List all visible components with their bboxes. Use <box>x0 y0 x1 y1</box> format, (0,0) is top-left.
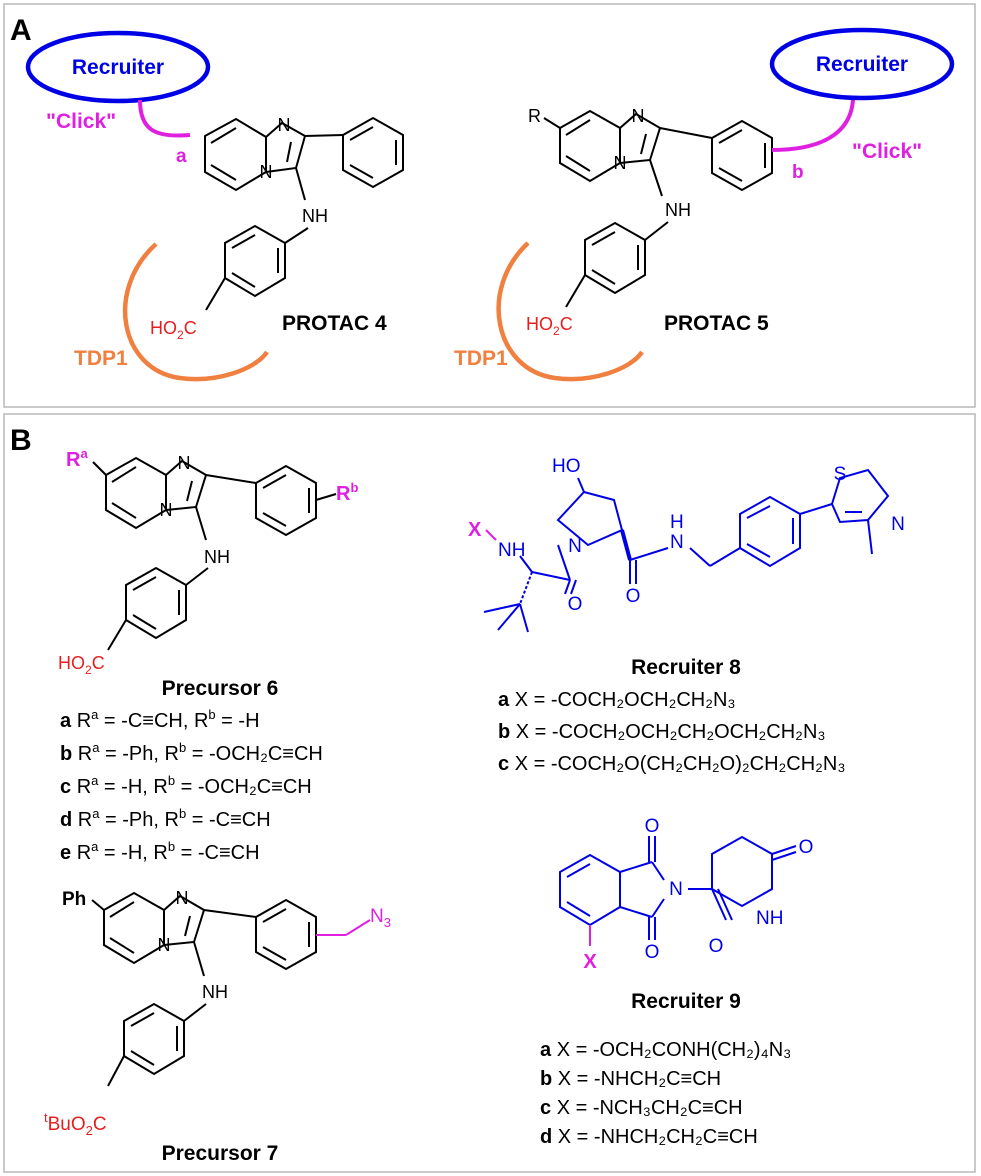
ph-label: Ph <box>62 889 86 910</box>
amide-h-label: H <box>670 512 684 533</box>
imide-o-bottom: O <box>645 942 660 963</box>
aniline-ring-6 <box>125 566 187 640</box>
precursor-7-title: Precursor 7 <box>162 1142 279 1165</box>
nh-label-6: NH <box>204 547 230 567</box>
tle-nh-label: NH <box>498 540 525 561</box>
substituent-r: R <box>528 106 541 126</box>
n-atom-top: N <box>278 115 291 135</box>
recruiter-9-variant: a X = -OCH₂CONH(CH₂)₄N₃ <box>540 1039 791 1061</box>
panel-b-frame <box>3 413 976 1173</box>
glut-nh: NH <box>756 908 783 929</box>
recruiter-8-structure: HO N O N H S N O <box>468 456 905 679</box>
ester-label-7: tBuO2C <box>44 1110 107 1138</box>
recruiter-8-title: Recruiter 8 <box>631 656 741 679</box>
tdp1-arc-right <box>496 241 644 382</box>
protac-4-label: PROTAC 4 <box>282 312 387 335</box>
ho-label: HO <box>552 456 581 477</box>
panel-a: A Recruiter "Click" a N N NH <box>3 3 976 408</box>
nh-label-7: NH <box>202 982 228 1002</box>
rb-label: Rb <box>336 480 358 505</box>
recruiter-8-variant: b X = -COCH₂OCH₂CH₂OCH₂CH₂N₃ <box>498 721 826 743</box>
phenyl-ring-6 <box>255 464 317 537</box>
acid-label-4: HO2C <box>150 318 197 342</box>
tdp1-label-right: TDP1 <box>454 347 508 370</box>
n-atom-top-6: N <box>178 453 191 473</box>
aniline-ring-7 <box>123 1002 185 1076</box>
x-label-9: X <box>583 951 597 973</box>
recruiter-9-variant: c X = -NCH₃CH₂C≡CH <box>540 1097 743 1119</box>
imide-o-top: O <box>645 816 660 837</box>
glut-o-right: O <box>799 837 814 858</box>
panel-b-label: B <box>10 424 32 457</box>
n-atom-bridge-5: N <box>614 153 627 173</box>
phenyl-ring-5 <box>711 119 773 192</box>
amide-nh-label: N <box>670 532 684 553</box>
n-atom-top-5: N <box>632 106 645 126</box>
panel-b: B Ra N N Rb NH HO2C <box>3 413 976 1173</box>
recruiter-label-left: Recruiter <box>72 56 164 79</box>
site-b-label: b <box>792 162 804 183</box>
panel-a-label: A <box>10 14 32 47</box>
precursor-6-variant: b Ra = -Ph, Rb = -OCH₂C≡CH <box>60 740 323 765</box>
n-atom-bridge-6: N <box>160 500 173 520</box>
click-label-right: "Click" <box>852 140 922 163</box>
precursor-7-structure: Ph N N N3 NH tBuO2C Prec <box>44 888 391 1165</box>
recruiter-8-variant: a X = -COCH₂OCH₂CH₂N₃ <box>498 689 736 711</box>
recruiter-ellipse-right <box>769 27 955 101</box>
precursor-6-variants: a Ra = -C≡CH, Rb = -H b Ra = -Ph, Rb = -O… <box>60 707 323 864</box>
recruiter-8-variant: c X = -COCH₂O(CH₂CH₂O)₂CH₂CH₂N₃ <box>498 753 846 775</box>
amide-o-left: O <box>568 594 583 615</box>
protac-5-label: PROTAC 5 <box>664 312 769 335</box>
precursor-6-variant: c Ra = -H, Rb = -OCH₂C≡CH <box>60 773 312 798</box>
pyrrolidine-ring <box>556 490 624 547</box>
recruiter-9-variants: a X = -OCH₂CONH(CH₂)₄N₃ b X = -NHCH₂C≡CH c… <box>540 1039 791 1148</box>
protac-5-structure: R N N Recruiter "Click" b NH <box>454 27 955 382</box>
recruiter-ellipse-left <box>25 30 211 104</box>
recruiter-9-variant: d X = -NHCH₂CH₂C≡CH <box>540 1126 758 1148</box>
recruiter-9-structure: O O N O NH O X Recruiter 9 <box>559 816 814 1013</box>
phenyl-ring-7 <box>255 898 317 971</box>
phthalimide-benzene <box>559 853 621 927</box>
n-atom-bridge: N <box>260 162 273 182</box>
imide-n: N <box>669 879 683 900</box>
amide-o-right: O <box>626 586 641 607</box>
azide-label-7: N3 <box>370 906 391 930</box>
click-linker-left <box>138 99 191 138</box>
thiazole-n: N <box>891 514 905 535</box>
panel-a-frame <box>3 3 976 408</box>
recruiter-label-right: Recruiter <box>816 53 908 76</box>
protac-4-structure: Recruiter "Click" a N N NH <box>25 30 404 382</box>
ra-label: Ra <box>66 446 88 471</box>
phenyl-ring <box>342 116 404 189</box>
precursor-6-variant: d Ra = -Ph, Rb = -C≡CH <box>60 806 271 831</box>
pyrrolidine-n: N <box>568 536 582 557</box>
aniline-ring <box>224 224 286 298</box>
precursor-6-title: Precursor 6 <box>162 677 279 700</box>
recruiter-9-title: Recruiter 9 <box>631 990 741 1013</box>
acid-label-6: HO2C <box>58 653 105 677</box>
thiazole-ring <box>831 468 890 524</box>
precursor-6-structure: Ra N N Rb NH HO2C Precursor 6 <box>58 446 358 864</box>
thiazole-s: S <box>834 464 847 485</box>
recruiter-9-variant: b X = -NHCH₂C≡CH <box>540 1068 721 1090</box>
click-linker-right <box>771 99 855 152</box>
n-atom-top-7: N <box>176 888 189 908</box>
site-a-label: a <box>176 146 187 167</box>
tdp1-label-left: TDP1 <box>74 347 128 370</box>
acid-label-5: HO2C <box>526 314 573 338</box>
precursor-6-variant: a Ra = -C≡CH, Rb = -H <box>60 707 260 732</box>
aniline-ring-5 <box>584 221 646 295</box>
nh-label: NH <box>302 206 328 226</box>
nh-label-5: NH <box>665 200 691 220</box>
click-label-left: "Click" <box>46 110 116 133</box>
glut-o-bottom: O <box>709 936 724 957</box>
tdp1-arc-left <box>122 242 269 382</box>
benzyl-ring <box>739 495 801 568</box>
n-atom-bridge-7: N <box>158 935 171 955</box>
recruiter-8-variants: a X = -COCH₂OCH₂CH₂N₃ b X = -COCH₂OCH₂CH₂… <box>498 689 846 775</box>
x-label-8: X <box>468 519 482 541</box>
precursor-6-variant: e Ra = -H, Rb = -C≡CH <box>60 839 260 864</box>
